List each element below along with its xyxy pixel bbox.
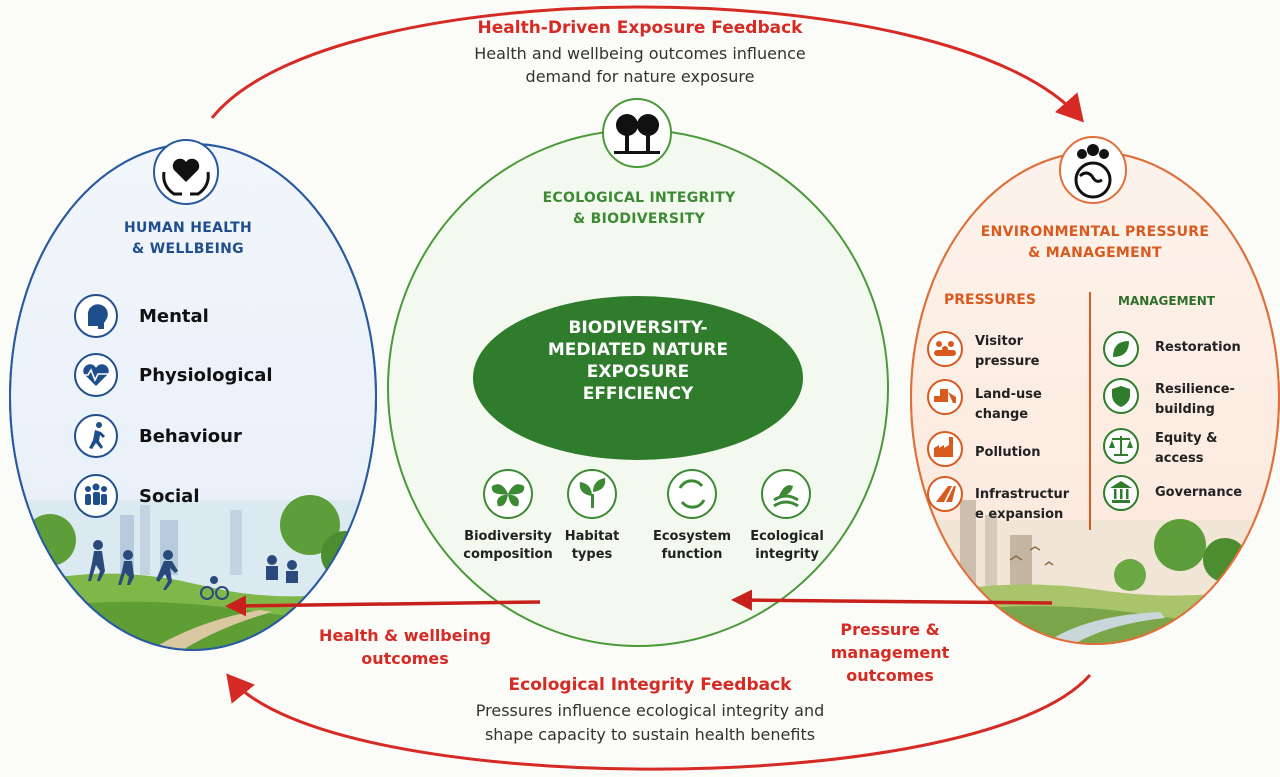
ecosystem-function-label: Ecosystem function: [645, 528, 739, 564]
mental-label: Mental: [139, 306, 209, 327]
core-line3: EXPOSURE: [586, 362, 690, 382]
biodiversity-label-l2: composition: [463, 547, 553, 562]
pressure-outcomes-l3: outcomes: [846, 666, 934, 685]
core-title: BIODIVERSITY- MEDIATED NATURE EXPOSURE E…: [508, 317, 768, 405]
pressure-outcomes-l1: Pressure &: [840, 620, 940, 639]
health-outcomes-label: Health & wellbeing outcomes: [290, 624, 520, 670]
top-feedback-line2: demand for nature exposure: [525, 67, 755, 86]
top-feedback-arrow: [210, 5, 1084, 123]
center-title-line1: ECOLOGICAL INTEGRITY: [542, 190, 736, 206]
restoration-l1: Restoration: [1155, 340, 1241, 355]
pressure-outcomes-arrow: [731, 589, 1053, 611]
habitat-label-l2: types: [571, 547, 613, 562]
biodiversity-composition-label: Biodiversity composition: [455, 528, 561, 564]
bottom-feedback-arrow: [226, 673, 1092, 771]
pressures-header: PRESSURES: [944, 292, 1036, 308]
bottom-feedback-line2: shape capacity to sustain health benefit…: [484, 725, 816, 744]
trees-icon: [602, 98, 672, 168]
pressure-land-use: Land-use change: [975, 385, 1042, 425]
pressure-outcomes-label: Pressure & management outcomes: [810, 618, 970, 687]
landuse-l2: change: [975, 407, 1029, 422]
core-line1: BIODIVERSITY-: [568, 318, 708, 338]
bottom-feedback-title: Ecological Integrity Feedback: [508, 675, 792, 695]
resilience-l1: Resilience-: [1155, 382, 1235, 397]
ecosystem-label-l2: function: [661, 547, 723, 562]
management-governance: Governance: [1155, 483, 1242, 503]
physiological-label: Physiological: [139, 365, 273, 386]
visitor-l1: Visitor: [975, 334, 1024, 349]
pollution-l1: Pollution: [975, 445, 1041, 460]
infrastructure-l1: Infrastructur: [975, 487, 1070, 502]
pressure-pollution: Pollution: [975, 443, 1040, 463]
health-outcomes-arrow: [225, 595, 541, 617]
pressure-outcomes-l2: management: [830, 643, 950, 662]
core-line4: EFFICIENCY: [582, 384, 694, 404]
behaviour-label: Behaviour: [139, 426, 242, 447]
governance-l1: Governance: [1155, 485, 1243, 500]
landuse-l1: Land-use: [975, 387, 1042, 402]
equity-l1: Equity &: [1155, 431, 1218, 446]
social-label: Social: [139, 486, 200, 507]
management-restoration: Restoration: [1155, 338, 1241, 358]
ecological-label-l2: integrity: [755, 547, 819, 562]
infrastructure-l2: e expansion: [975, 507, 1064, 522]
pressure-infrastructure: Infrastructur e expansion: [975, 485, 1069, 525]
visitor-l2: pressure: [975, 354, 1040, 369]
right-title-line1: ENVIRONMENTAL PRESSURE: [980, 224, 1210, 240]
ecological-label-l1: Ecological: [750, 529, 824, 544]
management-header: MANAGEMENT: [1118, 294, 1215, 308]
globe-plants-icon: [1059, 136, 1127, 204]
cycle-arrows-icon: [667, 469, 717, 519]
ecological-integrity-label: Ecological integrity: [742, 528, 832, 564]
health-outcomes-l2: outcomes: [361, 649, 449, 668]
management-equity: Equity & access: [1155, 429, 1217, 469]
core-line2: MEDIATED NATURE: [547, 340, 729, 360]
left-title-line2: & WELLBEING: [132, 241, 244, 257]
habitat-label-l1: Habitat: [564, 529, 620, 544]
top-feedback-title: Health-Driven Exposure Feedback: [477, 18, 803, 38]
equity-l2: access: [1155, 451, 1204, 466]
left-title-line1: HUMAN HEALTH: [123, 220, 253, 236]
hands-heart-icon: [153, 139, 219, 205]
health-outcomes-l1: Health & wellbeing: [319, 626, 491, 645]
core-ellipse: [473, 296, 803, 460]
pressure-visitor: Visitor pressure: [975, 332, 1040, 372]
top-feedback-line1: Health and wellbeing outcomes influence: [474, 44, 806, 63]
bottom-feedback-line1: Pressures influence ecological integrity…: [475, 701, 825, 720]
resilience-l2: building: [1155, 402, 1215, 417]
habitat-types-label: Habitat types: [552, 528, 632, 564]
center-title-line2: & BIODIVERSITY: [572, 211, 706, 227]
biodiversity-label-l1: Biodiversity: [464, 529, 552, 544]
ecosystem-label-l1: Ecosystem: [652, 529, 732, 544]
right-title-line2: & MANAGEMENT: [1028, 245, 1162, 261]
management-resilience: Resilience- building: [1155, 380, 1235, 420]
